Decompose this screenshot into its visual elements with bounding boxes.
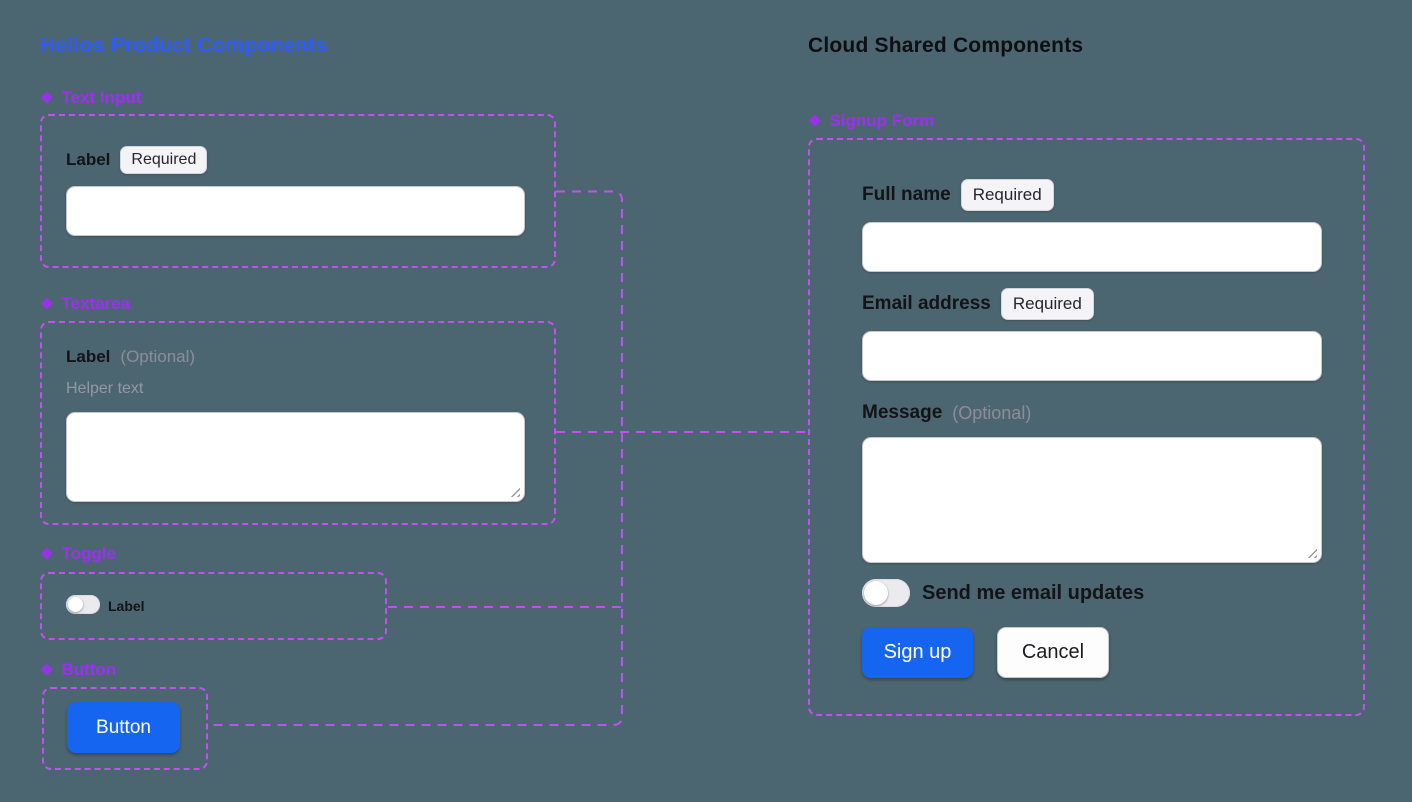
message-label-row: Message (Optional) xyxy=(862,399,1031,427)
optional-label: (Optional) xyxy=(952,402,1032,423)
section-heading-label: Button xyxy=(61,660,117,679)
toggle-knob[interactable] xyxy=(864,581,888,605)
left-panel-title: Helios Product Components xyxy=(40,34,328,57)
message-field[interactable] xyxy=(862,437,1322,563)
field-label: Full name xyxy=(862,184,951,205)
section-heading-button: ❖ Button xyxy=(40,660,116,680)
section-heading-toggle: ❖ Toggle xyxy=(40,544,116,564)
button-component-frame xyxy=(42,687,208,770)
email-label-row: Email address Required xyxy=(862,288,1094,320)
toggle-label: Label xyxy=(108,598,145,614)
text-input-field[interactable] xyxy=(66,186,525,236)
optional-label: (Optional) xyxy=(120,346,196,366)
textarea-label-row: Label (Optional) xyxy=(66,341,195,372)
field-label: Label xyxy=(66,346,111,366)
section-heading-textarea: ❖ Textarea xyxy=(40,294,130,314)
field-label: Message xyxy=(862,402,943,423)
component-icon: ❖ xyxy=(40,661,54,679)
text-input-label-row: Label Required xyxy=(66,144,208,175)
section-heading-label: Textarea xyxy=(61,294,131,313)
section-heading-text-input: ❖ Text Input xyxy=(40,88,141,108)
section-heading-label: Signup Form xyxy=(829,111,935,130)
full-name-label-row: Full name Required xyxy=(862,179,1054,211)
component-icon: ❖ xyxy=(808,112,822,130)
section-heading-signup-form: ❖ Signup Form xyxy=(808,111,934,131)
field-label: Email address xyxy=(862,293,991,314)
newsletter-toggle-label: Send me email updates xyxy=(922,582,1145,604)
email-field[interactable] xyxy=(862,331,1322,381)
component-icon: ❖ xyxy=(40,545,54,563)
textarea-field[interactable] xyxy=(66,412,525,502)
newsletter-toggle[interactable] xyxy=(862,579,910,607)
text-input-component-frame xyxy=(40,114,556,268)
field-label: Label xyxy=(66,149,111,169)
textarea-component-frame xyxy=(40,321,556,525)
required-badge: Required xyxy=(960,179,1054,211)
section-heading-label: Text Input xyxy=(61,88,142,107)
signup-button[interactable]: Sign up xyxy=(862,627,973,678)
helper-text: Helper text xyxy=(66,380,144,397)
signup-form-frame xyxy=(808,138,1365,716)
right-panel-title: Cloud Shared Components xyxy=(808,34,1084,57)
primary-button[interactable]: Button xyxy=(67,702,180,753)
required-badge: Required xyxy=(1000,288,1094,320)
toggle-knob[interactable] xyxy=(68,597,83,612)
section-heading-label: Toggle xyxy=(61,544,116,563)
required-badge: Required xyxy=(120,145,208,174)
toggle-component-frame xyxy=(40,572,387,640)
component-icon: ❖ xyxy=(40,89,54,107)
toggle-switch[interactable] xyxy=(66,595,100,614)
cancel-button[interactable]: Cancel xyxy=(997,627,1109,678)
component-icon: ❖ xyxy=(40,295,54,313)
full-name-field[interactable] xyxy=(862,222,1322,272)
